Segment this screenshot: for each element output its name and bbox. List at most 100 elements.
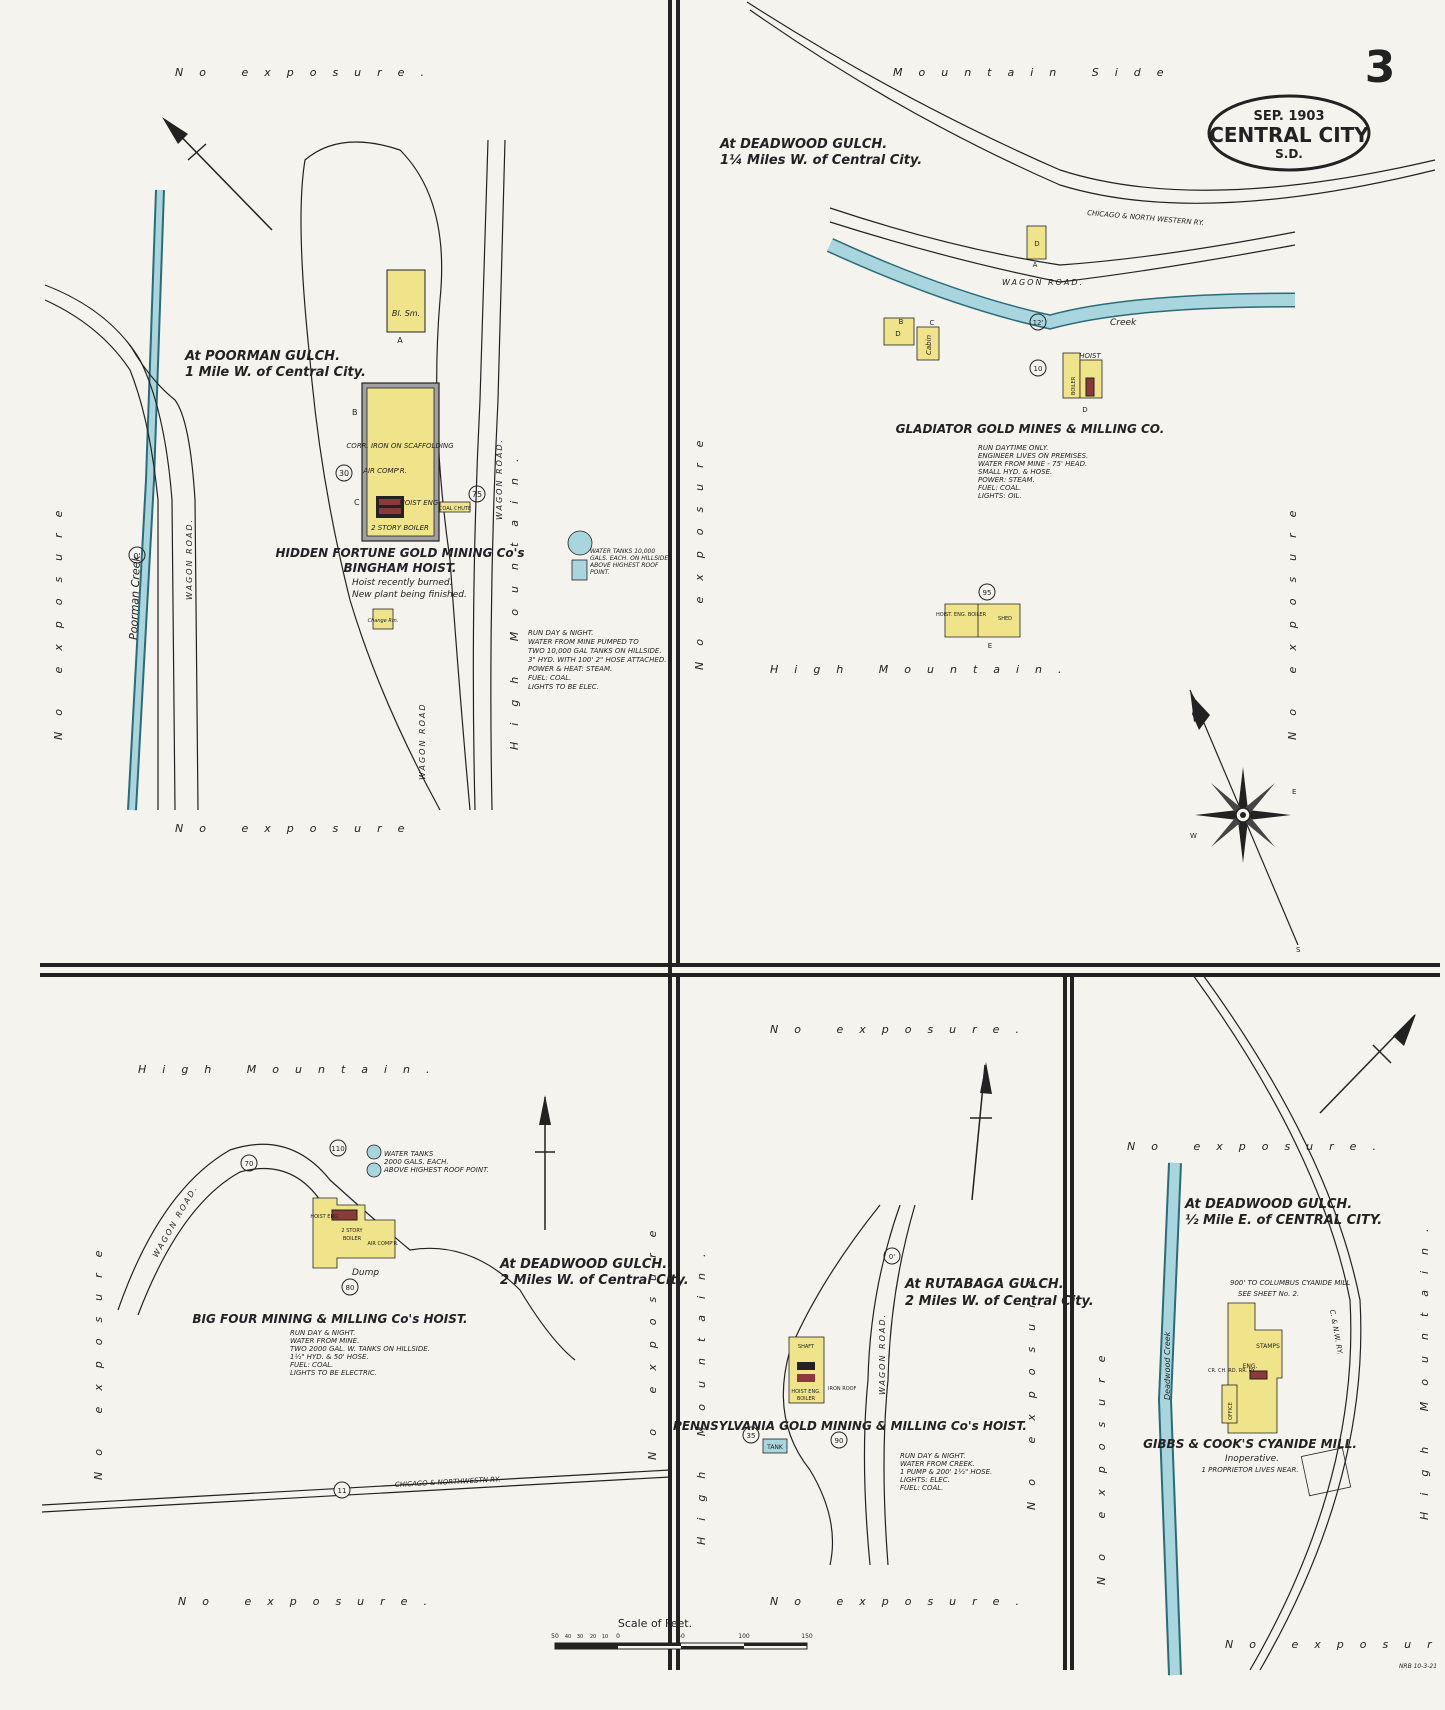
location-label-line1: At POORMAN GULCH. [184,349,340,364]
note-line: LIGHTS TO BE ELECTRIC. [290,1369,377,1377]
building-letter: B [899,318,904,326]
border-label-right: High Mountain. [508,442,521,750]
border-label-right: No exposure [646,1215,659,1460]
building-letter: A [1033,261,1038,269]
note-line: FUEL: COAL. [528,674,571,682]
elevation-label: 80 [346,1284,355,1292]
scale-tick-label: 100 [738,1633,750,1640]
water-tanks-note: 2000 GALS. EACH. [384,1158,449,1166]
north-arrow-icon [162,117,273,231]
building-label: Change Rm. [368,618,399,624]
building-change-room [372,608,394,630]
scale-bar: Scale of Feet. 50 40 30 20 10 0 50 100 1… [551,1617,813,1650]
border-label-left: No exposure [52,495,65,740]
border-label-left: No exposure [92,1235,105,1480]
water-tanks-note-wrap: WATER TANKS 10,000 GALS. EACH. ON HILLSI… [590,548,668,576]
coal-chute-label: COAL CHUTE [439,506,471,512]
building-label: 2 STORY [341,1228,363,1234]
building-letter: D [895,330,900,338]
scale-tick-label: 0 [616,1633,620,1640]
border-label-left: High Mountain. [695,1237,708,1545]
panel-gladiator: Mountain Side High Mountain. No exposure… [693,1,1436,954]
scale-segment [681,1646,744,1649]
wagon-road-label: WAGON ROAD. [878,1313,887,1395]
note-line: RUN DAY & NIGHT. [528,629,593,637]
elevation-marker [240,1154,258,1172]
boiler-symbol [1085,377,1095,397]
note-line: WATER FROM MINE PUMPED TO [528,638,639,646]
compass-letter-e: E [1292,788,1296,796]
building-label: SHAFT [798,1344,815,1350]
elevation-marker [883,1247,901,1265]
note-line: ENGINEER LIVES ON PREMISES. [978,452,1088,460]
reference-note: SEE SHEET No. 2. [1238,1290,1299,1298]
border-label-top: No exposure. [175,66,440,79]
railroad-track [749,9,1436,204]
hill-contour [782,1204,881,1566]
border-label-right: No exposure [1025,1265,1038,1510]
building-label: ENG. [1243,1363,1258,1370]
creek-label: Deadwood Creek [1163,1331,1172,1400]
creek-water [1159,1162,1180,1676]
note-line: 3" HYD. WITH 100' 2" HOSE ATTACHED. [528,656,666,664]
wagon-road-edge [829,221,1296,283]
scale-tick-label: 40 [565,1634,571,1640]
building-label: CR. CH. RD. RR. RY. [1208,1368,1256,1374]
border-label-bottom: No exposure. [770,1595,1035,1608]
property-status-line2: New plant being finished. [352,590,467,600]
note-line: 1½" HYD. & 50' HOSE. [290,1353,369,1361]
border-label-bottom: High Mountain. [770,663,1078,676]
location-label-line1: At DEADWOOD GULCH. [499,1257,667,1272]
location-label-line2: 1¼ Miles W. of Central City. [720,153,922,168]
note-line: WATER FROM MINE. [290,1337,359,1345]
tank-label: TANK [766,1444,784,1451]
cartouche-city: CENTRAL CITY [1209,123,1369,147]
scale-tick-label: 20 [590,1634,596,1640]
building-cyanide-mill [1227,1302,1283,1434]
note-line: WATER FROM MINE - 75' HEAD. [978,460,1087,468]
elevation-marker [742,1426,760,1444]
city-cartouche: SEP. 1903 CENTRAL CITY S.D. [1207,94,1371,172]
building-letter: C [930,319,935,327]
building-label: STAMPS [1256,1343,1280,1350]
border-label-bottom: No exposure. [1225,1638,1445,1651]
building-label: IRON ROOF [828,1386,857,1392]
fire-protection-notes: RUN DAY & NIGHT. WATER FROM MINE. TWO 20… [290,1329,430,1377]
boiler-fire [379,499,401,505]
compass-letter-w: W [1190,832,1197,840]
building-label: AIR COMP'R. [368,1241,399,1247]
property-title: BIG FOUR MINING & MILLING Co's HOIST. [192,1312,467,1326]
building-letter: B [352,408,358,417]
note-line: LIGHTS: ELEC. [900,1476,950,1484]
building-letter: C [354,498,360,507]
boiler-symbol [1249,1370,1268,1380]
note-line: POWER & HEAT: STEAM. [528,665,612,673]
creek-label: Poorman Creek [127,554,143,640]
property-title: GLADIATOR GOLD MINES & MILLING CO. [896,422,1165,436]
boiler-symbol [797,1374,815,1382]
water-tanks-note: ABOVE HIGHEST ROOF POINT. [383,1166,489,1174]
elevation-marker [333,1481,351,1499]
creek-water [129,189,163,811]
wagon-road-edge [472,139,489,811]
reference-note: 900' TO COLUMBUS CYANIDE MILL [1230,1279,1350,1287]
building-label: Cabin [925,335,933,355]
building-dwelling [1026,225,1047,260]
note-line: WATER FROM CREEK. [900,1460,975,1468]
elevation-label: 90 [835,1437,844,1445]
north-arrow-icon [970,1062,992,1201]
border-label-top: No exposure. [1127,1140,1392,1153]
note-line: RUN DAY & NIGHT. [290,1329,355,1337]
building-letter: E [988,642,992,650]
elevation-label: 75 [472,490,482,499]
boiler-symbol [797,1362,815,1370]
hill-contour [300,141,471,811]
location-label-line2: ½ Mile E. of CENTRAL CITY. [1185,1213,1382,1228]
compass-letter-s: S [1296,946,1301,954]
north-arrow-icon [1319,1014,1416,1114]
building-label: HOIST ENG. [399,499,440,507]
border-label-top: High Mountain. [138,1063,446,1076]
property-title: GIBBS & COOK'S CYANIDE MILL. [1143,1437,1357,1451]
location-label-line2: 2 Miles W. of Central City. [905,1294,1094,1309]
